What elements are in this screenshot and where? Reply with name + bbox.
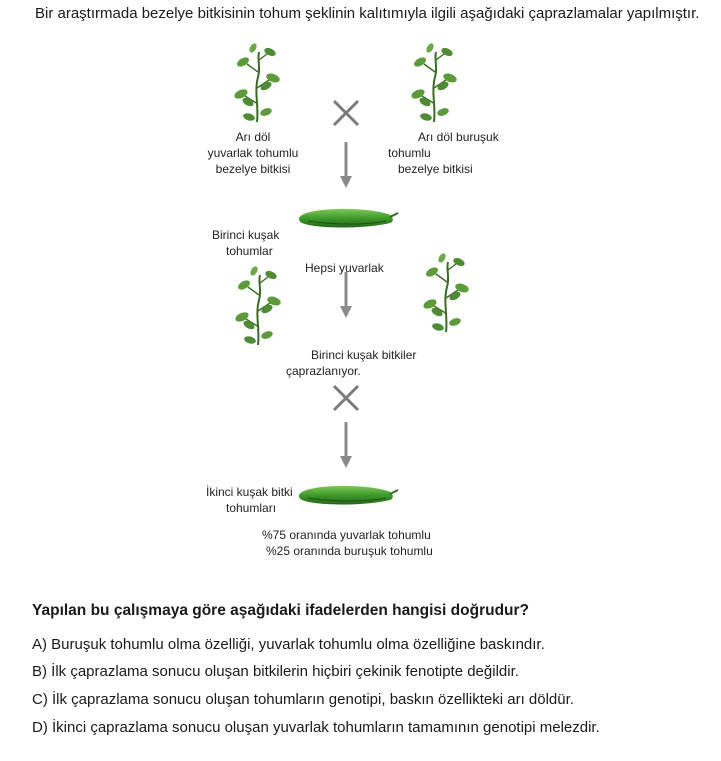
option-a[interactable]: A) Buruşuk tohumlu olma özelliği, yuvarl… <box>32 635 545 654</box>
parent-right-label: Arı döl buruşuk tohumlu bezelye bitkisi <box>388 129 518 177</box>
f2-seeds-line-2: tohumları <box>226 501 277 515</box>
arrow-1 <box>338 140 354 190</box>
f1-seeds-line-1: Birinci kuşak <box>212 228 280 242</box>
f1-pod <box>298 207 399 229</box>
option-d-letter: D) <box>32 719 48 736</box>
option-b-text: İlk çaprazlama sonucu oluşan bitkilerin … <box>51 663 519 680</box>
f1-seeds-label: Birinci kuşak tohumlar <box>212 227 279 259</box>
option-d-text: İkinci çaprazlama sonucu oluşan yuvarlak… <box>52 719 600 736</box>
f2-result-line-2: %25 oranında buruşuk tohumlu <box>266 544 433 558</box>
arrow-3 <box>338 420 354 470</box>
option-b-letter: B) <box>32 663 47 680</box>
parent-right-line-1: Arı döl buruşuk <box>418 130 499 144</box>
option-c-letter: C) <box>32 691 48 708</box>
parent-plant-left <box>231 41 282 123</box>
option-b[interactable]: B) İlk çaprazlama sonucu oluşan bitkiler… <box>32 662 519 681</box>
f2-seeds-line-1: İkinci kuşak bitki <box>206 485 293 499</box>
f2-result-label: %75 oranında yuvarlak tohumlu %25 oranın… <box>262 527 433 559</box>
cross-symbol-2 <box>332 384 360 412</box>
f2-result-line-1: %75 oranında yuvarlak tohumlu <box>262 528 431 542</box>
arrow-2 <box>338 270 354 320</box>
parent-right-line-2: tohumlu <box>388 146 431 160</box>
intro-text: Bir araştırmada bezelye bitkisinin tohum… <box>35 5 700 22</box>
parent-left-line-3: bezelye bitkisi <box>215 162 291 176</box>
option-a-text: Buruşuk tohumlu olma özelliği, yuvarlak … <box>51 636 545 653</box>
option-d[interactable]: D) İkinci çaprazlama sonucu oluşan yuvar… <box>32 718 600 737</box>
cross-diagram <box>231 41 471 506</box>
parent-left-label: Arı döl yuvarlak tohumlu bezelye bitkisi <box>198 129 308 177</box>
f2-pod <box>298 484 399 506</box>
parent-right-line-3: bezelye bitkisi <box>398 162 473 176</box>
option-c[interactable]: C) İlk çaprazlama sonucu oluşan tohumlar… <box>32 690 574 709</box>
option-a-letter: A) <box>32 636 47 653</box>
cross-symbol-1 <box>332 99 360 127</box>
f1-plant-right <box>420 251 471 333</box>
question-text: Yapılan bu çalışmaya göre aşağıdaki ifad… <box>32 602 529 619</box>
option-c-text: İlk çaprazlama sonucu oluşan tohumların … <box>52 691 574 708</box>
parent-plant-right <box>408 41 459 123</box>
f1-cross-line-1: Birinci kuşak bitkiler <box>311 348 417 362</box>
parent-left-line-1: Arı döl <box>235 130 271 144</box>
f1-cross-line-2: çaprazlanıyor. <box>286 364 361 378</box>
f1-cross-label: Birinci kuşak bitkiler çaprazlanıyor. <box>286 347 416 379</box>
f1-seeds-line-2: tohumlar <box>226 244 273 258</box>
f1-plant-left <box>232 264 283 346</box>
f1-result-label: Hepsi yuvarlak <box>305 261 384 275</box>
f2-seeds-label: İkinci kuşak bitki tohumları <box>206 484 293 516</box>
parent-left-line-2: yuvarlak tohumlu <box>207 146 299 160</box>
